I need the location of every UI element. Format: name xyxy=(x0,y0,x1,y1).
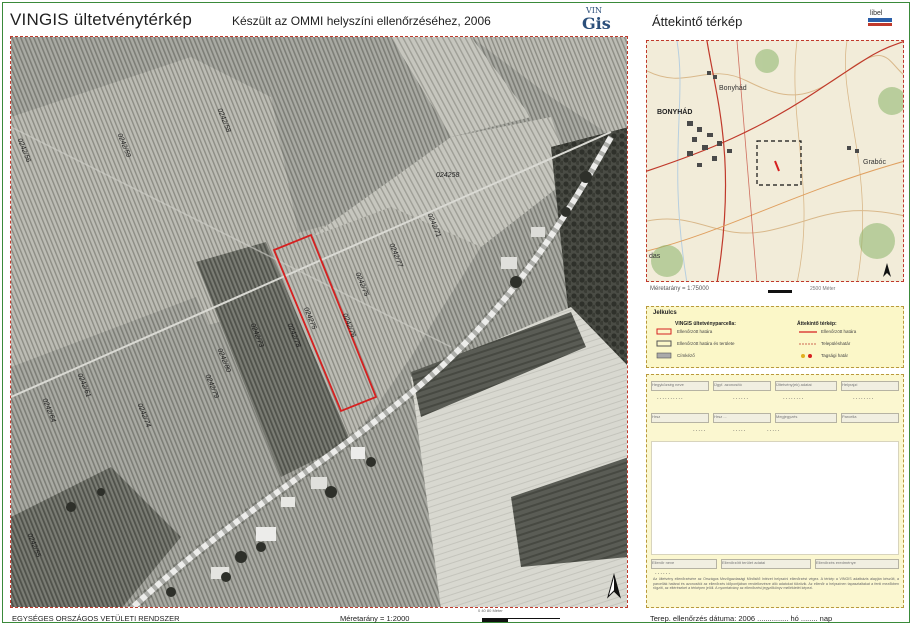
legend-item: Ellenőrzött határa és területe xyxy=(677,341,735,346)
overview-map[interactable]: Bonyhád BONYHÁD Grabóc das xyxy=(646,40,904,282)
form-dots: ...... xyxy=(733,395,750,401)
form-field[interactable]: Megjegyzés xyxy=(775,413,837,423)
form-dots: ..... xyxy=(767,427,781,433)
vingis-logo-main: Gis xyxy=(582,14,611,33)
legend-item: Címkéző xyxy=(677,353,695,358)
overview-town-label: BONYHÁD xyxy=(657,109,693,116)
form-field[interactable]: Ültetvény(ek) adatai xyxy=(775,381,837,391)
form-field[interactable]: Ellenőr neve xyxy=(651,559,717,569)
highlighted-parcel-outline[interactable] xyxy=(272,233,378,413)
legend-col1-title: VINGIS ültetvényparcella: xyxy=(675,321,736,327)
overview-town-label: das xyxy=(649,253,661,260)
form-dots: .......... xyxy=(657,395,684,401)
main-scale-text: Méretarány = 1:2000 xyxy=(340,614,410,623)
vingis-logo: VIN Gis xyxy=(582,6,618,34)
parcel-label: 024258 xyxy=(436,172,460,179)
legend-symbols-right xyxy=(799,331,817,358)
vingis-logo-top: VIN xyxy=(586,6,602,15)
legend-symbols-left xyxy=(656,328,672,359)
form-dots: ........ xyxy=(783,395,805,401)
form-field[interactable]: Hrsz ... xyxy=(713,413,771,423)
form-dots: ..... xyxy=(693,427,707,433)
aerial-image xyxy=(11,37,627,607)
inspection-form-panel: Hegyközség neve Ügyf. azonosító Ültetvén… xyxy=(646,374,904,608)
form-dots: ........ xyxy=(853,395,875,401)
overview-topo-image xyxy=(647,41,903,281)
main-scale-ticks: 0 40 80 Méter xyxy=(478,608,503,613)
overview-north-arrow-icon xyxy=(883,263,891,277)
legend-col2-title: Áttekintő térkép: xyxy=(797,321,837,327)
map-title: VINGIS ültetvénytérkép xyxy=(10,10,193,29)
overview-title: Áttekintő térkép xyxy=(652,14,743,29)
legend-item: Ellenőrzött határa xyxy=(677,329,713,334)
form-field[interactable]: Helyrajzi xyxy=(841,381,899,391)
form-dots: ..... xyxy=(733,427,747,433)
main-scale-bar-segment xyxy=(534,618,560,619)
main-aerial-map[interactable]: 024275 0242/76 0242/75 0242/78 0242/73 0… xyxy=(10,36,628,608)
form-fine-print: Az ültetvény ellenőrzésére az Országos M… xyxy=(653,577,899,591)
form-field[interactable]: Hegyközség neve xyxy=(651,381,709,391)
inspection-date-label: Terep. ellenőrzés dátuma: 2006 .........… xyxy=(650,614,833,623)
form-field[interactable]: Ellenőrzés eredménye xyxy=(815,559,899,569)
form-field[interactable]: Ellenőrzött terület adatai xyxy=(721,559,811,569)
map-subtitle: Készült az OMMI helyszíni ellenőrzéséhez… xyxy=(232,14,491,28)
form-field[interactable]: Hrsz xyxy=(651,413,709,423)
projection-label: EGYSÉGES ORSZÁGOS VETÜLETI RENDSZER xyxy=(12,614,180,623)
form-field[interactable]: Parcella xyxy=(841,413,899,423)
legend-item: Településhatár xyxy=(821,341,851,346)
legend-item: Ellenőrzött határa xyxy=(821,329,857,334)
overview-extent-box xyxy=(756,140,802,186)
form-notes-area[interactable] xyxy=(651,441,899,555)
form-dots: ...... xyxy=(655,570,672,576)
overview-town-label: Bonyhád xyxy=(719,85,747,92)
main-scale-bar-segment xyxy=(508,618,534,619)
north-arrow-icon xyxy=(607,573,621,599)
overview-scale-unit: 2500 Méter xyxy=(810,286,836,292)
overview-scale-text: Méretarány = 1:75000 xyxy=(650,286,709,292)
libel-logo-text: libel xyxy=(870,10,883,17)
overview-scale-bar xyxy=(768,290,792,293)
legend-heading: Jelkulcs xyxy=(653,310,677,316)
libel-logo: libel xyxy=(862,10,898,32)
main-scale-bar xyxy=(482,618,508,622)
overview-town-label: Grabóc xyxy=(863,159,886,166)
legend-item: Tagsági határ xyxy=(821,353,849,358)
form-field[interactable]: Ügyf. azonosító xyxy=(713,381,771,391)
legend-panel: Jelkulcs VINGIS ültetvényparcella: Áttek… xyxy=(646,306,904,368)
libel-logo-icon xyxy=(868,18,892,26)
